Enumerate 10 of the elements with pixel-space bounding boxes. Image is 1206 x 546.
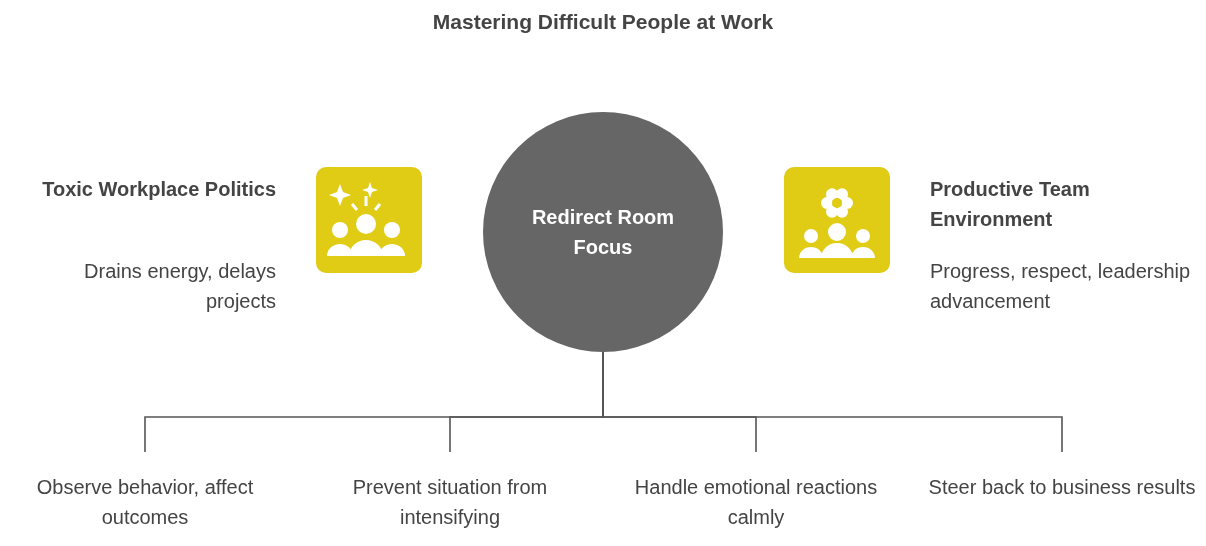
heading: Productive Team Environment [930, 177, 1091, 232]
step-text: Steer back to business results [922, 472, 1202, 502]
step-text: Handle emotional reactions calmly [616, 472, 896, 532]
step-text: Prevent situation from intensifying [310, 472, 590, 532]
node-title: Redirect Room Focus [530, 205, 676, 260]
title: Mastering Difficult People at Work [431, 9, 775, 35]
description: Drains energy, delays projects [83, 259, 276, 314]
step-text: Observe behavior, affect outcomes [5, 472, 285, 532]
description: Progress, respect, leadership advancement [930, 259, 1192, 314]
heading: Toxic Workplace Politics [41, 177, 276, 202]
